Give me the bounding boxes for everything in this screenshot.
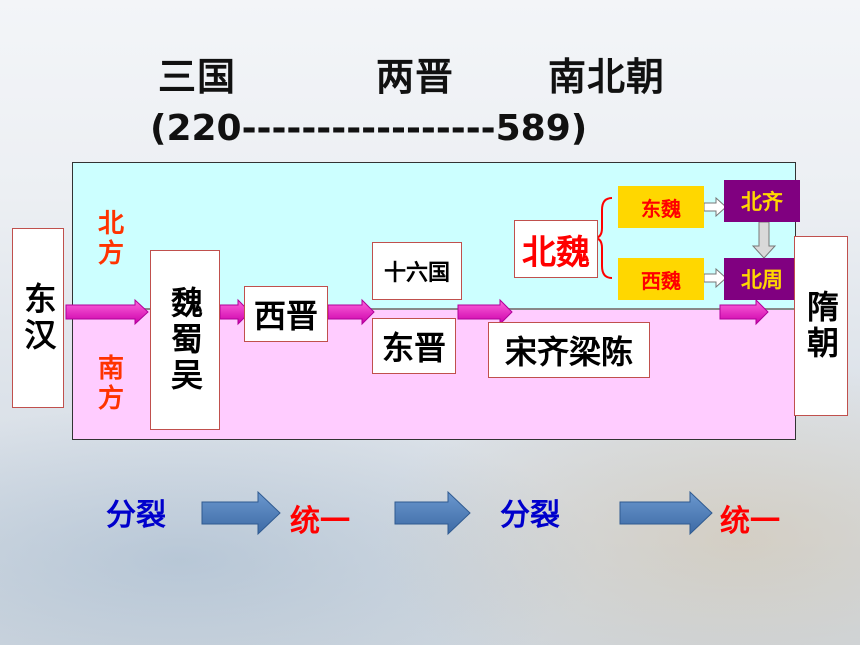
- northern-qi-label: 北齐: [741, 190, 783, 214]
- eastern-jin-box: 东晋: [372, 318, 456, 374]
- arrow-xiwei-to-beizhou: [703, 267, 727, 289]
- period-two-jin: 两晋: [376, 55, 455, 99]
- south-label: 南方: [97, 354, 124, 414]
- northern-zhou-label: 北周: [741, 268, 783, 292]
- southern-dynasties-label: 宋齐梁陈: [504, 333, 633, 371]
- western-jin-label: 西晋: [253, 297, 318, 335]
- eastern-jin-label: 东晋: [381, 329, 446, 367]
- north-south-divider: [72, 308, 796, 310]
- sixteen-kingdoms-label: 十六国: [383, 261, 450, 286]
- arrow-beiqi-to-beizhou: [751, 221, 777, 259]
- flow-arrow-xijin-to-dongjin: [327, 298, 375, 326]
- western-wei-box: 西魏: [618, 258, 704, 300]
- northern-qi-box: 北齐: [724, 180, 800, 222]
- flow-arrow-dongjin-to-south: [457, 298, 513, 326]
- trend-split-2: 分裂: [500, 498, 560, 533]
- sixteen-kingdoms-box: 十六国: [372, 242, 462, 300]
- sui-box: 隋朝: [794, 236, 848, 416]
- three-kingdoms-label: 魏蜀吴: [166, 286, 204, 394]
- southern-dynasties-box: 宋齐梁陈: [488, 322, 650, 378]
- eastern-wei-box: 东魏: [618, 186, 704, 228]
- trend-arrow-2: [394, 490, 471, 536]
- trend-arrow-3: [619, 490, 713, 536]
- northern-wei-box: 北魏: [514, 220, 598, 278]
- period-three-kingdoms: 三国: [158, 55, 237, 99]
- trend-split-1: 分裂: [106, 498, 166, 533]
- northern-zhou-box: 北周: [724, 258, 800, 300]
- trend-unify-2: 统一: [720, 504, 780, 539]
- three-kingdoms-box: 魏蜀吴: [150, 250, 220, 430]
- northern-wei-label: 北魏: [522, 232, 590, 273]
- flow-arrow-han-to-three: [65, 298, 149, 326]
- trend-arrow-1: [201, 490, 281, 536]
- period-southern-northern: 南北朝: [548, 55, 666, 99]
- year-range: (220-----------------589): [150, 108, 588, 149]
- sui-label: 隋朝: [802, 290, 840, 362]
- arrow-dongwei-to-beiqi: [703, 196, 727, 218]
- western-wei-label: 西魏: [641, 268, 681, 293]
- north-label: 北方: [97, 209, 124, 269]
- eastern-han-box: 东汉: [12, 228, 64, 408]
- eastern-han-label: 东汉: [19, 282, 58, 354]
- trend-unify-1: 统一: [290, 504, 350, 539]
- eastern-wei-label: 东魏: [641, 196, 681, 221]
- flow-arrow-to-sui: [719, 298, 769, 326]
- western-jin-box: 西晋: [244, 286, 328, 342]
